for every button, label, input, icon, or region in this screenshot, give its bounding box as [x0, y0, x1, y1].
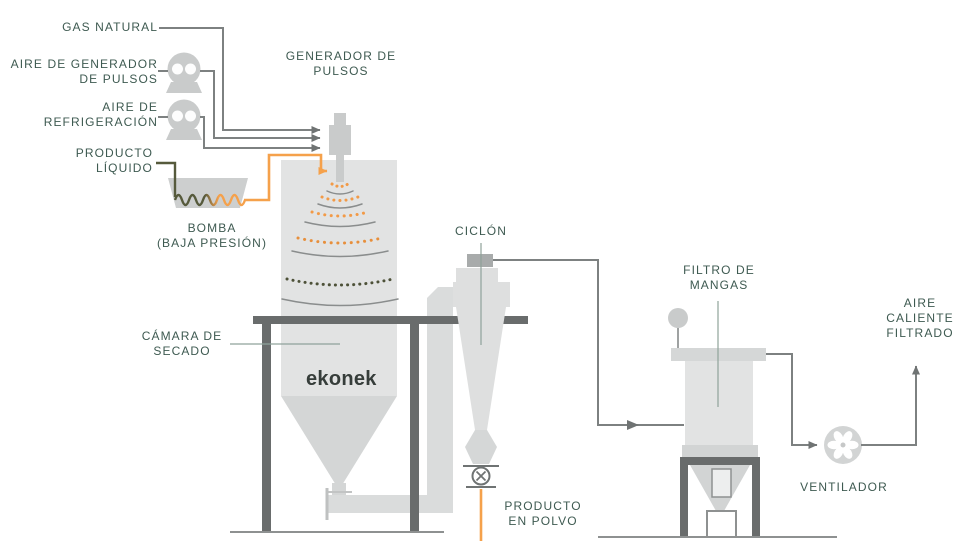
gas-natural-label: GAS NATURAL — [62, 20, 158, 34]
pulse-generator-nozzle — [329, 113, 351, 182]
pressure-gauge-icon — [668, 308, 688, 349]
blower-pulse-air-icon — [166, 52, 202, 93]
ciclon-label: CICLÓN — [455, 224, 507, 238]
aire-caliente-label: AIRE CALIENTE FILTRADO — [886, 296, 954, 340]
camara-secado-label: CÁMARA DE SECADO — [141, 329, 223, 358]
bag-filter — [668, 308, 766, 538]
pipe-gas-natural — [159, 27, 321, 134]
pump-wave-line — [173, 193, 247, 207]
spray-pattern — [281, 182, 399, 307]
producto-polvo-label: PRODUCTO EN POLVO — [504, 499, 582, 528]
pipe-pulse-air — [200, 70, 321, 142]
generador-pulsos-label: GENERADOR DE PULSOS — [285, 49, 397, 78]
fan-icon — [824, 426, 862, 464]
cyclone-outlet-pipe — [493, 259, 684, 426]
blower-cooling-air-icon — [166, 99, 202, 140]
exhaust-pipe — [861, 365, 920, 446]
orange-feed-pipe — [244, 153, 328, 202]
filter-inlet-arrow — [627, 420, 639, 430]
bomba-label: BOMBA (BAJA PRESIÓN) — [156, 221, 268, 250]
chamber-frame — [253, 316, 528, 532]
filter-frame — [680, 457, 760, 537]
ventilador-label: VENTILADOR — [800, 480, 888, 494]
cyclone — [453, 254, 510, 488]
feed-bowl — [168, 178, 248, 208]
filtro-mangas-label: FILTRO DE MANGAS — [683, 263, 755, 292]
filter-outlet-pipe — [766, 353, 818, 449]
ekonek-logo: ekonek — [306, 368, 377, 390]
aire-generador-label: AIRE DE GENERADOR DE PULSOS — [10, 57, 158, 86]
aire-refrigeracion-label: AIRE DE REFRIGERACIÓN — [43, 100, 158, 129]
chamber-outlet-duct — [325, 287, 453, 520]
discharge-valve-icon — [471, 466, 491, 486]
liquid-feed-line — [156, 161, 177, 197]
drying-chamber — [281, 160, 397, 497]
pipe-cooling-air — [200, 116, 321, 152]
producto-liquido-label: PRODUCTO LÍQUIDO — [75, 146, 153, 175]
